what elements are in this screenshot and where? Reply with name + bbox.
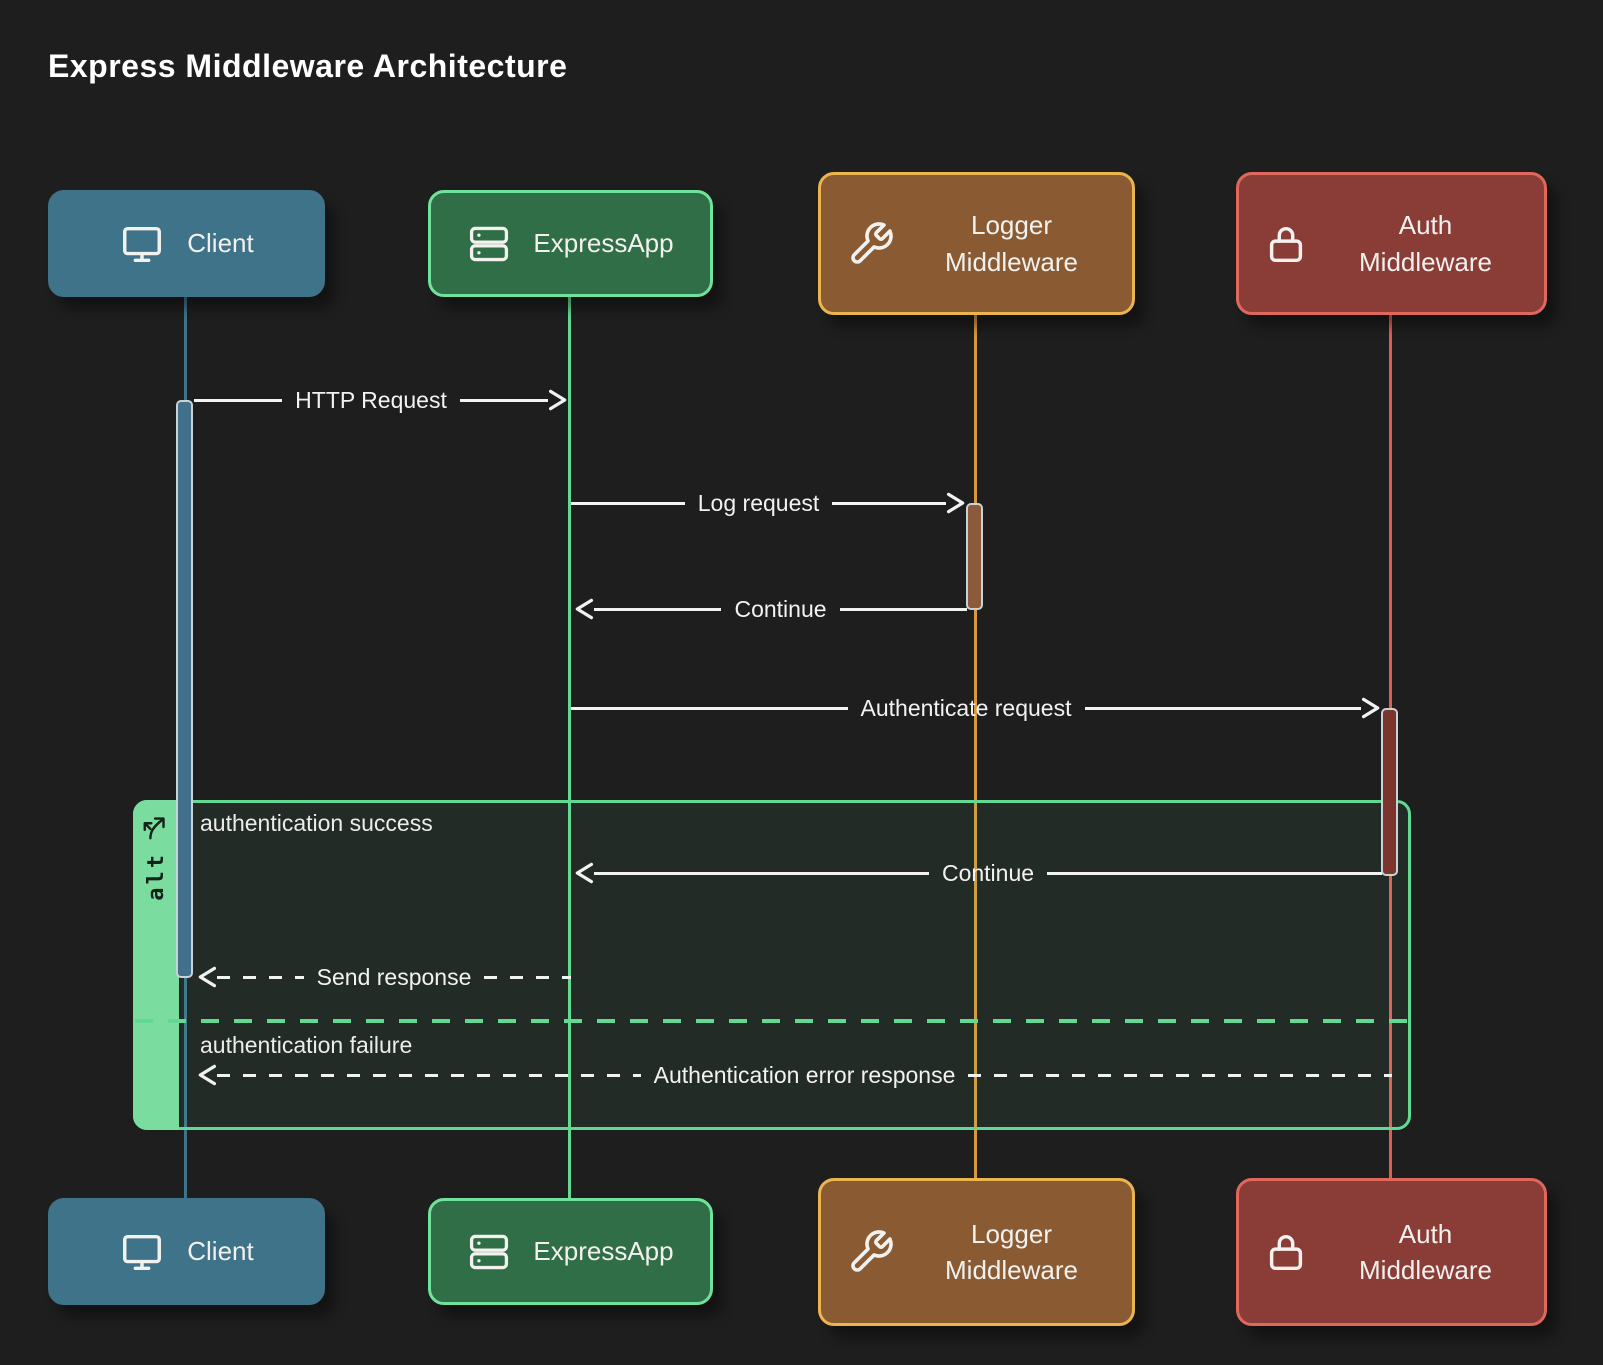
wrench-icon [847, 220, 895, 268]
message-continue-logger: Continue [573, 592, 968, 626]
actor-auth-bottom: Auth Middleware [1236, 1178, 1547, 1326]
message-line [839, 607, 968, 611]
arrowhead-left-icon [196, 1062, 222, 1088]
express-lifeline [568, 297, 571, 1198]
message-auth-error-response: Authentication error response [196, 1058, 1393, 1092]
message-line [571, 706, 848, 710]
message-continue-auth: Continue [573, 856, 1383, 890]
message-line [1084, 706, 1362, 710]
actor-label: Auth Middleware [1359, 1218, 1492, 1285]
actor-label: Auth Middleware [1359, 210, 1492, 277]
message-log-request: Log request [571, 486, 967, 520]
actor-label: Client [187, 228, 254, 259]
actor-logger-bottom: Logger Middleware [818, 1178, 1135, 1326]
arrowhead-right-icon [543, 387, 569, 413]
message-line [459, 398, 549, 402]
arrowhead-left-icon [573, 596, 599, 622]
message-label: Continue [941, 859, 1035, 886]
actor-label: Logger Middleware [945, 210, 1078, 277]
message-line [832, 501, 947, 505]
message-line [1047, 871, 1383, 875]
client-activation-bar [176, 400, 193, 978]
message-line [484, 975, 572, 979]
alt-fragment-label: alt [133, 800, 179, 1130]
message-send-response: Send response [196, 960, 572, 994]
message-label: Send response [316, 963, 472, 990]
arrowhead-right-icon [1356, 695, 1382, 721]
message-line [194, 398, 283, 402]
alt-operator-text: alt [143, 852, 169, 901]
actor-label: Logger Middleware [945, 1218, 1078, 1285]
monitor-icon [119, 1229, 165, 1275]
logger-activation-bar [966, 503, 983, 610]
lock-icon [1263, 1229, 1309, 1275]
actor-logger-top: Logger Middleware [818, 172, 1135, 315]
actor-express-bottom: ExpressApp [428, 1198, 713, 1305]
message-authenticate-request: Authenticate request [571, 691, 1382, 725]
server-icon [467, 1230, 511, 1274]
message-label: Continue [734, 595, 827, 622]
alt-case-failure-label: authentication failure [200, 1032, 413, 1058]
lock-icon [1263, 221, 1309, 267]
actor-label: ExpressApp [533, 1236, 674, 1267]
message-label: HTTP Request [295, 386, 447, 413]
arrowhead-left-icon [196, 964, 222, 990]
alt-case-success-label: authentication success [200, 810, 433, 836]
message-line [217, 1073, 641, 1077]
message-line [968, 1073, 1393, 1077]
actor-label: ExpressApp [533, 228, 674, 259]
arrowhead-left-icon [573, 860, 599, 886]
message-label: Log request [697, 489, 820, 516]
arrowhead-right-icon [941, 490, 967, 516]
actor-client-bottom: Client [48, 1198, 325, 1305]
actor-auth-top: Auth Middleware [1236, 172, 1547, 315]
logger-lifeline [974, 315, 977, 1178]
message-http-request: HTTP Request [194, 383, 569, 417]
branch-split-icon [141, 812, 171, 842]
server-icon [467, 222, 511, 266]
message-label: Authenticate request [860, 694, 1072, 721]
actor-client-top: Client [48, 190, 325, 297]
monitor-icon [119, 221, 165, 267]
message-line [217, 975, 304, 979]
message-label: Authentication error response [653, 1061, 956, 1088]
message-line [571, 501, 685, 505]
message-line [594, 871, 929, 875]
actor-express-top: ExpressApp [428, 190, 713, 297]
actor-label: Client [187, 1236, 254, 1267]
auth-activation-bar [1381, 708, 1398, 876]
alt-case-divider [135, 1019, 1409, 1023]
message-line [594, 607, 722, 611]
diagram-title: Express Middleware Architecture [48, 48, 568, 84]
wrench-icon [847, 1228, 895, 1276]
